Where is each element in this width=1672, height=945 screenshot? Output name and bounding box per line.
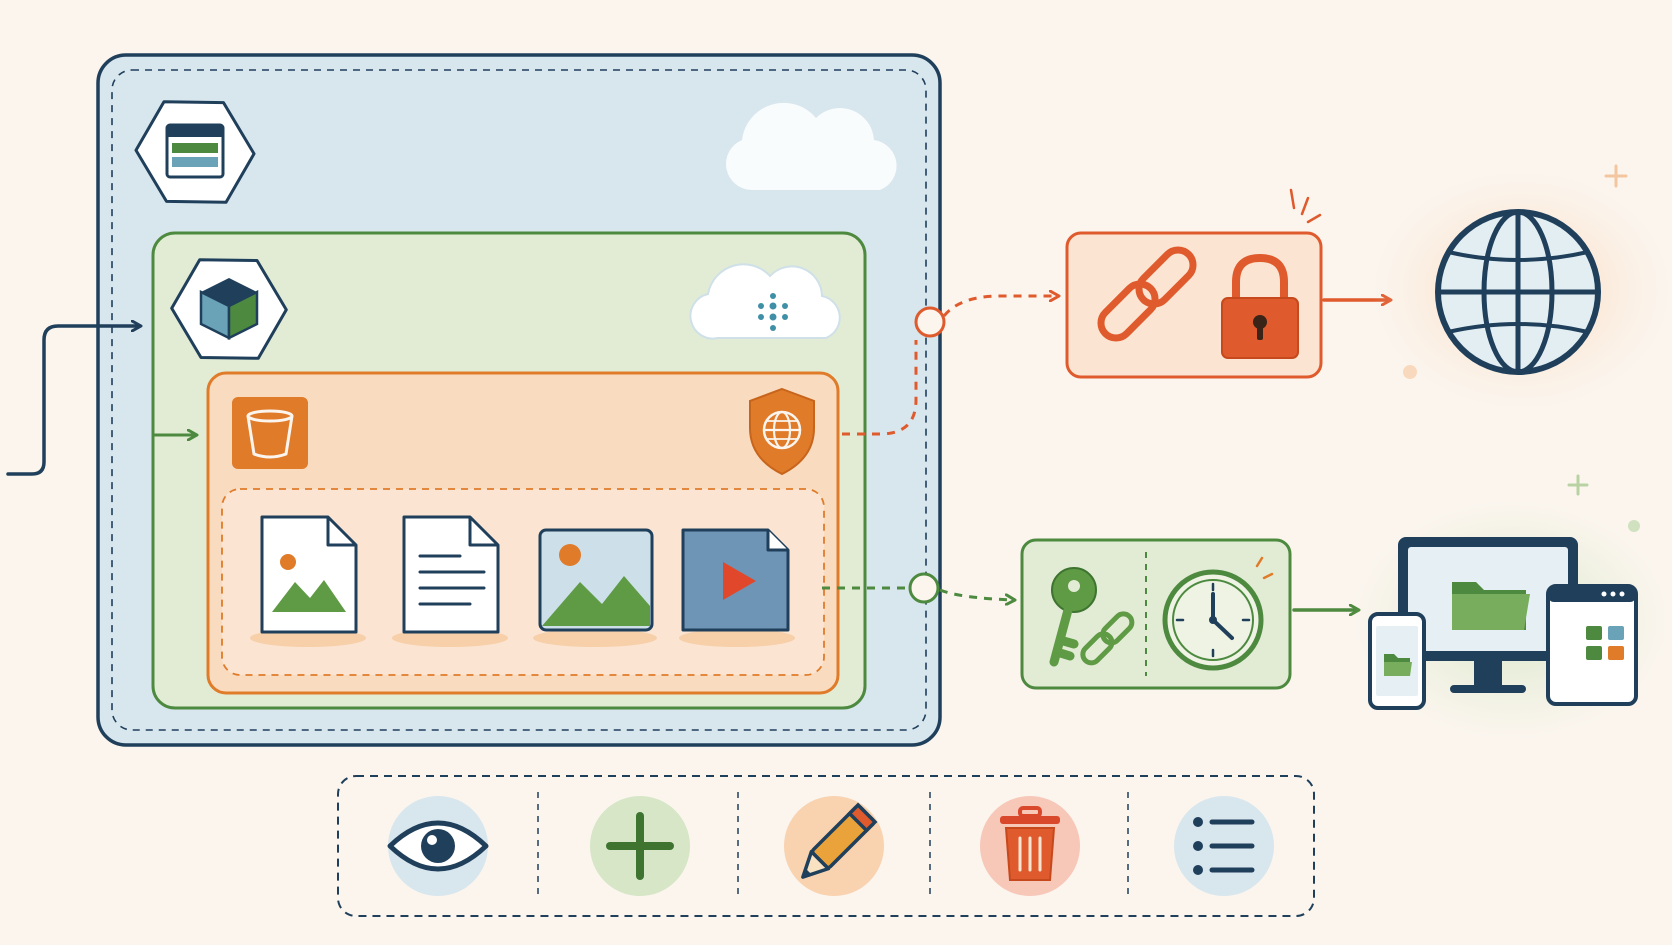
signed-connector — [822, 572, 1014, 602]
picture-icon — [533, 528, 657, 647]
public-connector — [842, 296, 1058, 436]
cube-icon — [170, 258, 288, 360]
globe-icon — [1372, 164, 1672, 410]
image-file-icon — [250, 515, 366, 647]
entry-arrow — [6, 326, 140, 476]
eye-icon[interactable] — [387, 796, 489, 896]
cloud-data-icon — [689, 263, 841, 340]
pencil-icon[interactable] — [784, 796, 884, 896]
plus-icon[interactable] — [590, 796, 690, 896]
document-file-icon — [392, 515, 508, 647]
link-icon — [1080, 611, 1135, 666]
chain-link-icon — [1097, 246, 1197, 342]
clock-icon — [1162, 556, 1274, 671]
bucket-icon — [232, 397, 308, 469]
video-file-icon — [679, 528, 795, 647]
operations-bar — [337, 775, 1315, 917]
key-icon — [1049, 567, 1097, 667]
devices-icon — [1352, 474, 1672, 740]
list-icon[interactable] — [1174, 796, 1274, 896]
cloud-icon — [726, 102, 897, 190]
server-panel-icon — [134, 100, 256, 204]
globe-shield-icon — [749, 387, 815, 476]
orange-container — [206, 371, 840, 695]
padlock-icon — [1221, 188, 1322, 359]
trash-icon[interactable] — [980, 796, 1080, 896]
